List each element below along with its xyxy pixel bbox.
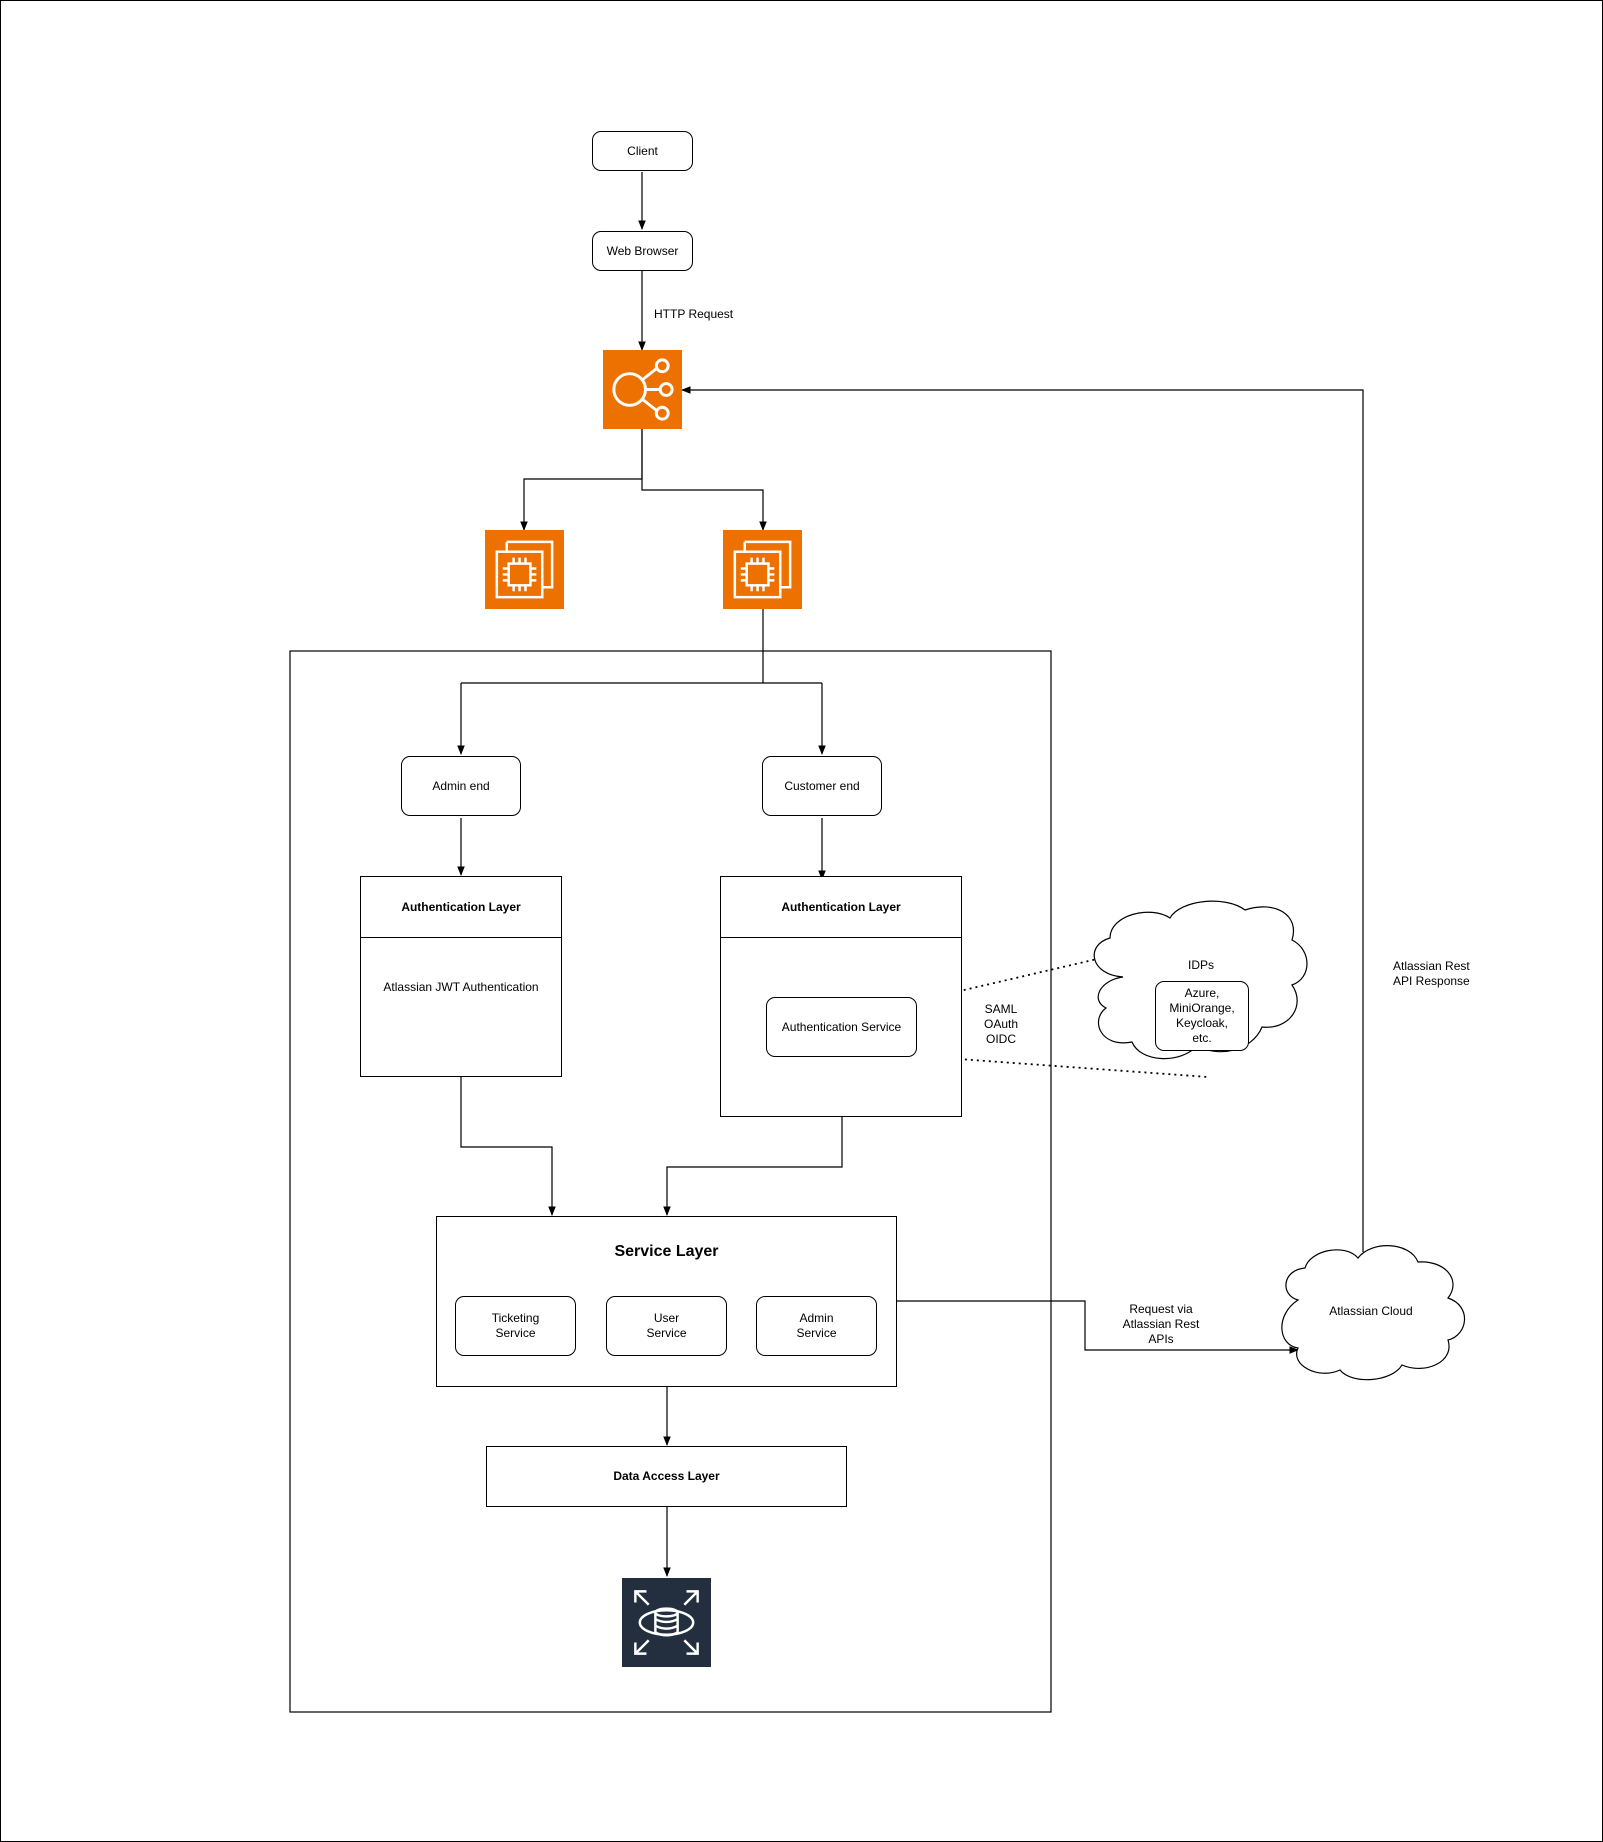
edge-lb-instance-customer xyxy=(641,429,767,531)
admin-service-label: Admin Service xyxy=(796,1311,837,1340)
request-via-label: Request via Atlassian Rest APIs xyxy=(1122,1302,1200,1346)
admin-end-node[interactable]: Admin end xyxy=(401,756,521,816)
client-node[interactable]: Client xyxy=(592,131,693,171)
user-service-node[interactable]: User Service xyxy=(606,1296,727,1356)
elastic-load-balancing-icon[interactable] xyxy=(603,350,682,429)
rds-database-icon[interactable] xyxy=(622,1578,711,1667)
http-request-label: HTTP Request xyxy=(654,307,734,321)
edge-auth-idp-bottom xyxy=(916,1055,1209,1078)
admin-auth-layer-title: Authentication Layer xyxy=(361,877,561,938)
edge-service-cloud xyxy=(897,1300,1299,1354)
admin-service-node[interactable]: Admin Service xyxy=(756,1296,877,1356)
admin-auth-layer-body: Atlassian JWT Authentication xyxy=(383,980,539,994)
authentication-service-label: Authentication Service xyxy=(781,1019,902,1034)
idps-cloud xyxy=(1093,900,1308,1060)
customer-end-label: Customer end xyxy=(784,778,860,793)
protocols-label: SAML OAuth OIDC xyxy=(983,1002,1019,1046)
application-container xyxy=(289,650,1052,1713)
edge-customer-auth-service xyxy=(663,1117,843,1216)
atlassian-cloud-shape xyxy=(1281,1245,1466,1381)
service-layer-title: Service Layer xyxy=(614,1243,719,1260)
ticketing-service-node[interactable]: Ticketing Service xyxy=(455,1296,576,1356)
edge-admin-auth-service xyxy=(460,1077,556,1216)
customer-auth-layer-title: Authentication Layer xyxy=(721,877,961,938)
idps-title: IDPs xyxy=(1187,958,1214,972)
ticketing-service-label: Ticketing Service xyxy=(491,1311,540,1340)
data-access-layer-label: Data Access Layer xyxy=(613,1469,720,1483)
customer-end-node[interactable]: Customer end xyxy=(762,756,882,816)
edge-cloud-lb xyxy=(681,386,1364,1252)
admin-authentication-layer[interactable]: Authentication Layer Atlassian JWT Authe… xyxy=(360,876,562,1077)
api-response-label: Atlassian Rest API Response xyxy=(1393,959,1470,988)
idps-list-box: Azure, MiniOrange, Keycloak, etc. xyxy=(1155,981,1249,1051)
web-browser-node[interactable]: Web Browser xyxy=(592,231,693,271)
customer-authentication-layer[interactable]: Authentication Layer xyxy=(720,876,962,1117)
ec2-instance-icon[interactable] xyxy=(723,530,802,609)
idps-list-label: Azure, MiniOrange, Keycloak, etc. xyxy=(1169,986,1235,1045)
web-browser-label: Web Browser xyxy=(606,243,679,258)
edge-lb-instance-admin xyxy=(520,429,643,531)
ec2-instance-icon[interactable] xyxy=(485,530,564,609)
authentication-service-node[interactable]: Authentication Service xyxy=(766,997,917,1057)
client-label: Client xyxy=(627,143,658,158)
data-access-layer[interactable]: Data Access Layer xyxy=(486,1446,847,1507)
atlassian-cloud-label: Atlassian Cloud xyxy=(1329,1304,1413,1318)
user-service-label: User Service xyxy=(646,1311,687,1340)
admin-end-label: Admin end xyxy=(432,778,490,793)
